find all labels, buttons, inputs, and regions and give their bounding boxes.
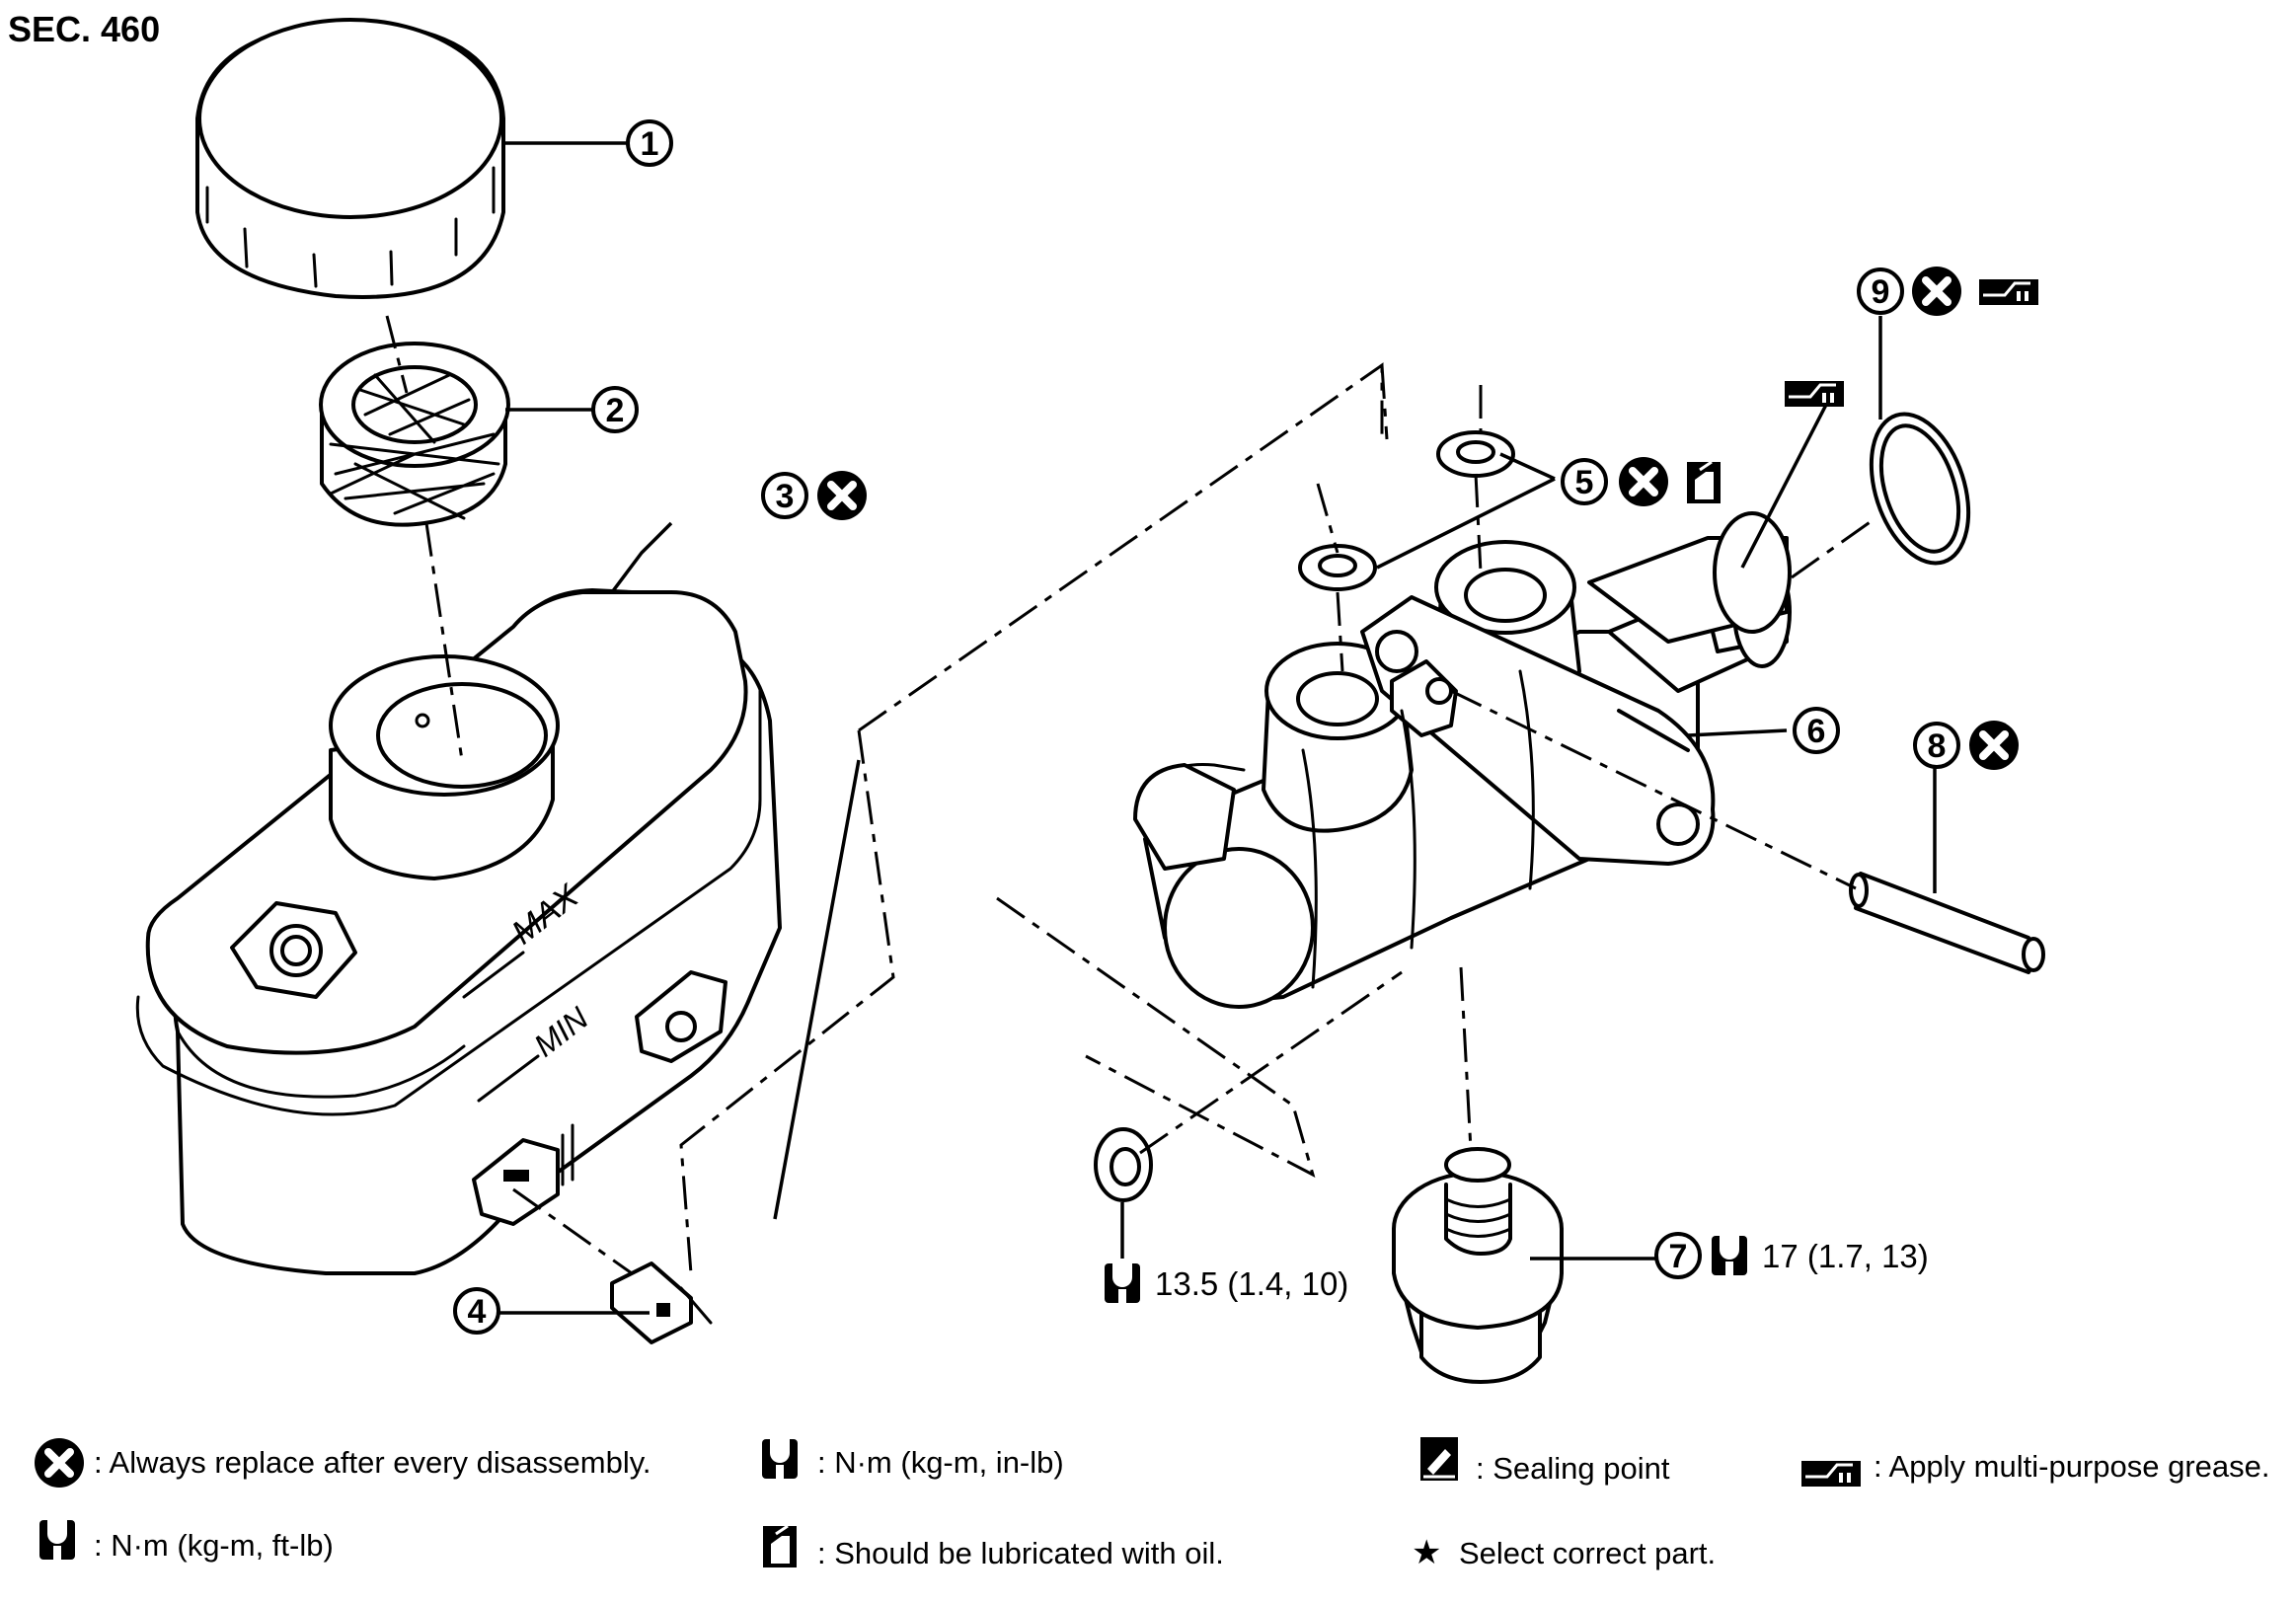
replace-icon	[35, 1438, 84, 1488]
callout-9: 9	[1857, 267, 2040, 316]
torque-icon	[39, 1520, 75, 1560]
callout-4: 4	[453, 1287, 500, 1335]
svg-text:: Sealing point: : Sealing point	[1476, 1451, 1670, 1486]
legend-oil: : Should be lubricated with oil.	[761, 1524, 1224, 1570]
assembly-lines	[385, 315, 1876, 1275]
pin	[1849, 872, 2045, 974]
svg-text:3: 3	[776, 478, 795, 515]
oil-can-icon	[761, 1524, 799, 1569]
legend-sealing: : Sealing point	[1418, 1435, 1670, 1486]
sensor-torque: 17 (1.7, 13)	[1762, 1238, 1929, 1274]
legend: : Always replace after every disassembly…	[35, 1437, 2270, 1571]
torque-icon	[1712, 1236, 1747, 1275]
replace-icon	[1619, 457, 1668, 506]
callout-1: 1	[626, 119, 673, 167]
svg-text:Select correct part.: Select correct part.	[1459, 1536, 1716, 1570]
svg-text:: Always replace after every d: : Always replace after every disassembly…	[94, 1445, 651, 1480]
callout-6: 6	[1793, 707, 1840, 754]
legend-select: ★ Select correct part.	[1412, 1534, 1716, 1571]
level-switch	[610, 1261, 713, 1344]
mounting-nut	[1094, 1127, 1153, 1202]
callout-5: 5	[1561, 457, 1722, 506]
reservoir-seals	[1298, 430, 1515, 591]
legend-replace: : Always replace after every disassembly…	[35, 1438, 651, 1488]
grease-icon-piston	[1783, 379, 1846, 409]
section-label: SEC. 460	[8, 9, 160, 49]
reservoir-strainer	[319, 342, 510, 527]
o-ring	[1869, 412, 1971, 566]
callout-8: 8	[1913, 721, 2019, 770]
master-cylinder-body	[1133, 511, 1792, 1009]
svg-text:5: 5	[1575, 464, 1594, 501]
grease-icon	[1799, 1459, 1863, 1489]
svg-text:8: 8	[1928, 727, 1947, 765]
legend-torque-ft-lb: : N·m (kg-m, ft-lb)	[39, 1520, 334, 1563]
svg-text:4: 4	[468, 1293, 487, 1331]
svg-text:: N·m (kg-m, in-lb): : N·m (kg-m, in-lb)	[817, 1445, 1064, 1480]
replace-icon	[1969, 721, 2019, 770]
svg-text:: Apply multi-purpose grease.: : Apply multi-purpose grease.	[1874, 1449, 2270, 1484]
star-icon: ★	[1412, 1534, 1441, 1571]
nut-torque: 13.5 (1.4, 10)	[1105, 1263, 1348, 1303]
svg-text:2: 2	[606, 392, 625, 429]
legend-grease: : Apply multi-purpose grease.	[1799, 1449, 2270, 1489]
oil-can-icon	[1685, 460, 1722, 505]
replace-icon	[817, 471, 867, 520]
callout-3: 3	[761, 471, 867, 520]
reservoir-tank: MAX MIN	[135, 588, 782, 1275]
pressure-sensor	[1392, 1147, 1564, 1384]
replace-icon	[1912, 267, 1961, 316]
leader-lines	[464, 141, 1937, 1315]
callout-2: 2	[591, 386, 639, 433]
reservoir-cap	[195, 18, 505, 299]
svg-text:: N·m (kg-m, ft-lb): : N·m (kg-m, ft-lb)	[94, 1528, 334, 1563]
svg-text:7: 7	[1669, 1238, 1688, 1275]
sealant-tube-icon	[1418, 1435, 1460, 1483]
torque-icon	[762, 1439, 798, 1479]
legend-torque-in-lb: : N·m (kg-m, in-lb)	[762, 1439, 1064, 1480]
svg-text:1: 1	[641, 125, 659, 163]
svg-text:9: 9	[1872, 273, 1890, 311]
svg-text:13.5 (1.4, 10): 13.5 (1.4, 10)	[1155, 1265, 1348, 1302]
svg-text:: Should be lubricated with oi: : Should be lubricated with oil.	[817, 1536, 1224, 1570]
torque-icon	[1105, 1263, 1140, 1303]
callout-7: 7 17 (1.7, 13)	[1654, 1232, 1929, 1279]
grease-icon	[1977, 277, 2040, 307]
svg-text:6: 6	[1807, 713, 1826, 750]
